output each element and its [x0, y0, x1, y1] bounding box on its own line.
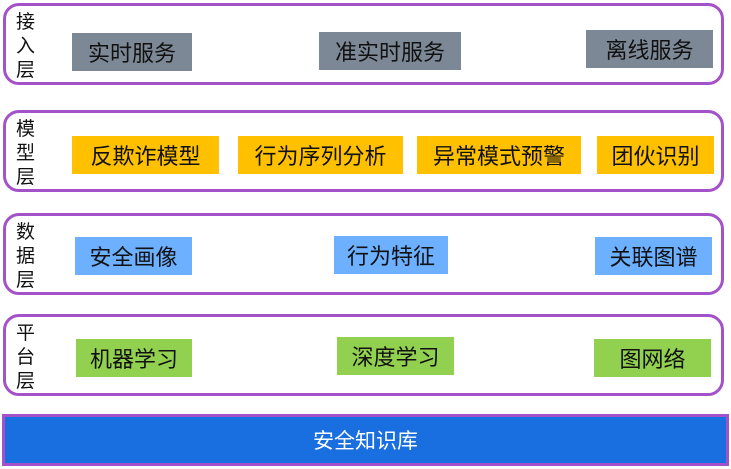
layer-label: 模型层 [16, 118, 36, 188]
model-layer: 模型层 反欺诈模型 行为序列分析 异常模式预警 团伙识别 [3, 110, 724, 192]
platform-layer: 平台层 机器学习 深度学习 图网络 [3, 314, 724, 396]
platform-box-graph-network: 图网络 [594, 339, 711, 377]
model-box-gang-detection: 团伙识别 [597, 136, 714, 174]
layer-label: 数据层 [16, 221, 36, 291]
access-layer: 接入层 实时服务 准实时服务 离线服务 [3, 3, 724, 85]
model-box-anti-fraud: 反欺诈模型 [72, 136, 219, 174]
layer-label: 平台层 [16, 322, 36, 392]
data-box-security-profile: 安全画像 [75, 237, 192, 275]
service-box-realtime: 实时服务 [72, 33, 192, 71]
security-knowledge-base: 安全知识库 [2, 414, 729, 466]
service-box-offline: 离线服务 [586, 30, 713, 68]
data-box-behavior-features: 行为特征 [334, 236, 448, 274]
model-box-behavior-sequence: 行为序列分析 [238, 136, 403, 174]
data-layer: 数据层 安全画像 行为特征 关联图谱 [3, 213, 724, 295]
platform-box-deep-learning: 深度学习 [337, 337, 454, 375]
data-box-relation-graph: 关联图谱 [595, 237, 712, 275]
layer-label: 接入层 [16, 11, 36, 81]
platform-box-machine-learning: 机器学习 [76, 339, 192, 377]
service-box-near-realtime: 准实时服务 [319, 32, 461, 70]
model-box-anomaly-alert: 异常模式预警 [417, 136, 581, 174]
